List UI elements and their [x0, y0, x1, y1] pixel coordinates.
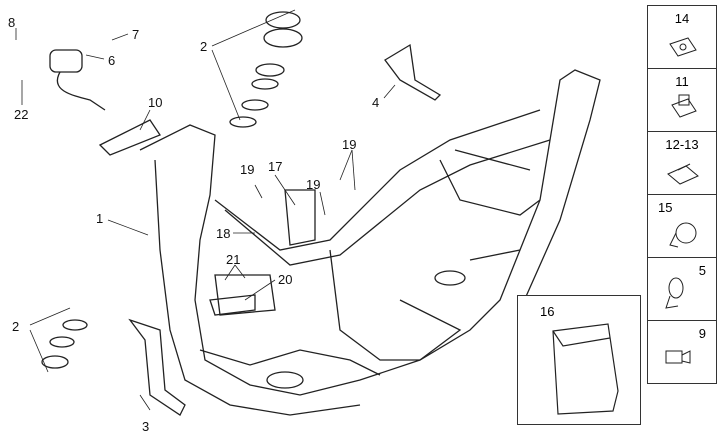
clip-nut-icon [669, 37, 697, 57]
callout-19a: 19 [240, 162, 255, 177]
steering-bearing-stack [41, 11, 303, 369]
callout-6: 6 [108, 53, 116, 68]
callout-3: 3 [142, 419, 150, 434]
side-panel-12-13: 12-13 [647, 131, 717, 195]
panel-number: 15 [658, 200, 673, 215]
callout-19c: 19 [342, 137, 357, 152]
panel-number: 14 [674, 11, 690, 26]
callout-7: 7 [132, 27, 140, 42]
hose-clamp-icon [669, 222, 697, 248]
callout-2-bottom: 2 [12, 319, 20, 334]
callout-4: 4 [372, 95, 380, 110]
connector-clip-icon [665, 350, 691, 364]
callout-20: 20 [278, 272, 293, 287]
callout-22: 22 [14, 107, 29, 122]
callout-10: 10 [148, 95, 163, 110]
spring-clip-icon [667, 163, 699, 185]
cable-clamp-icon [665, 277, 684, 309]
panel-number: 9 [698, 326, 706, 341]
callout-19b: 19 [306, 177, 321, 192]
toolkit-bag-icon [552, 323, 619, 415]
panel-number: 5 [698, 263, 706, 278]
small-parts [49, 43, 442, 416]
panel-number: 12-13 [665, 137, 699, 152]
side-panel-11: 11 [647, 68, 717, 132]
kit-box-16: 16 [517, 295, 641, 425]
callout-21: 21 [226, 252, 241, 267]
callout-17: 17 [268, 159, 283, 174]
side-panel-14: 14 [647, 5, 717, 69]
cage-nut-icon [671, 94, 697, 118]
side-panel-5: 5 [647, 257, 717, 321]
kit-number: 16 [540, 304, 555, 319]
panel-number: 11 [675, 74, 689, 89]
callout-1: 1 [96, 211, 104, 226]
callout-18: 18 [216, 226, 231, 241]
side-panel-9: 9 [647, 320, 717, 384]
side-panel-15: 15 [647, 194, 717, 258]
scooter-frame [139, 69, 601, 416]
leader-lines [15, 9, 396, 411]
callout-8: 8 [8, 15, 16, 30]
callout-2-top: 2 [200, 39, 208, 54]
